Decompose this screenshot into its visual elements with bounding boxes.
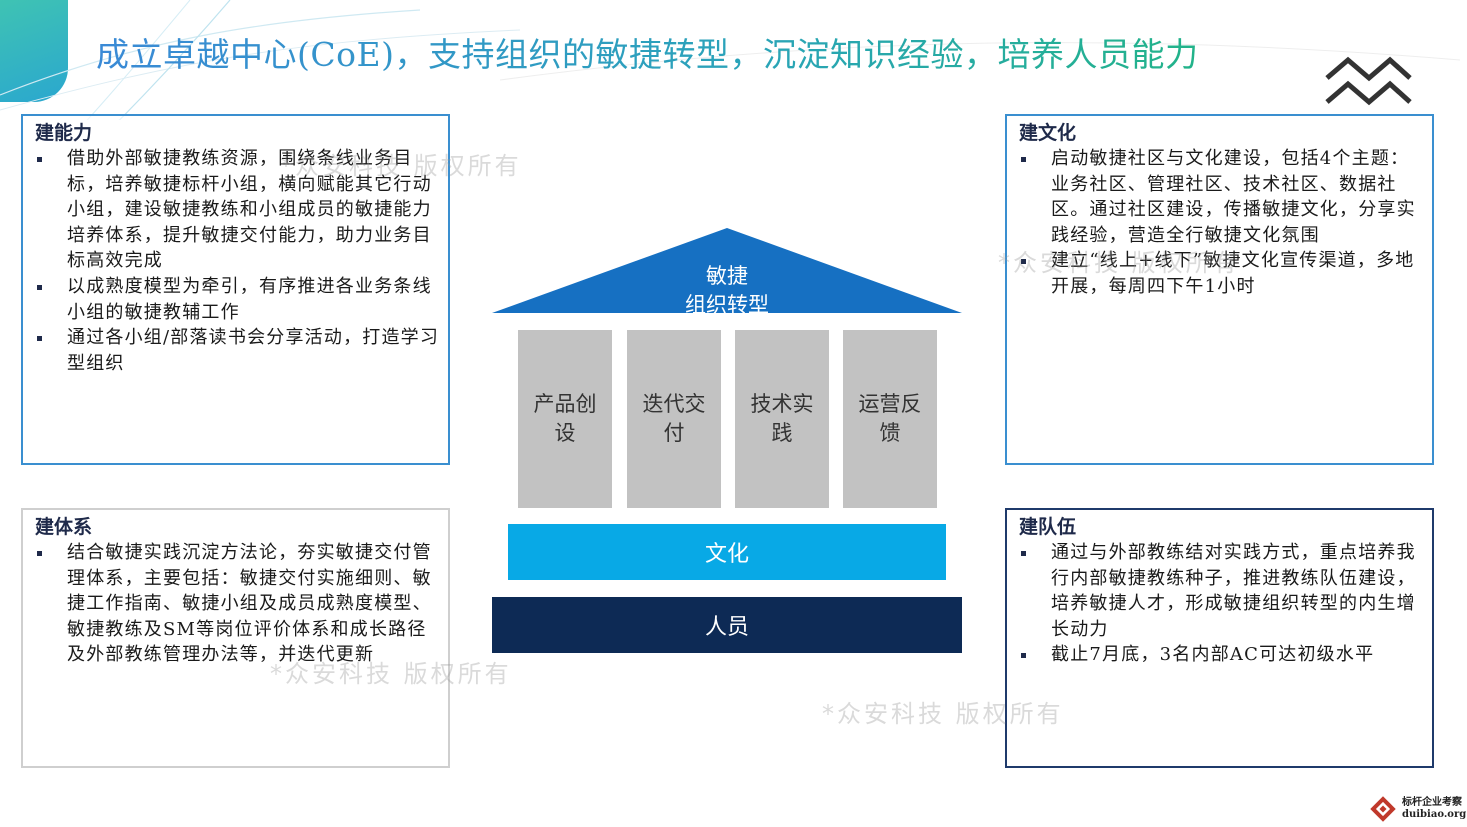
capability-list: 借助外部敏捷教练资源，围绕条线业务目标，培养敏捷标杆小组，横向赋能其它行动小组，… (35, 146, 440, 376)
culture-band: 文化 (508, 524, 946, 580)
system-list: 结合敏捷实践沉淀方法论，夯实敏捷交付管理体系，主要包括：敏捷交付实施细则、敏捷工… (35, 540, 440, 668)
house-roof (492, 228, 962, 313)
bullet-icon (37, 284, 42, 290)
watermark: *众安科技 版权所有 (280, 152, 522, 180)
culture-title: 建文化 (1019, 122, 1077, 144)
bullet-icon (37, 551, 42, 556)
roof-label: 敏捷 组织转型 (685, 264, 769, 314)
footer-logo: 标杆企业考察 duibiao.org (1368, 795, 1466, 823)
footer-logo-line2: duibiao.org (1402, 809, 1467, 820)
list-item: 建立“线上+线下”敏捷文化宣传渠道，多地开展，每周四下午1小时 (1019, 248, 1424, 299)
team-title: 建队伍 (1019, 516, 1077, 538)
culture-list: 启动敏捷社区与文化建设，包括4个主题：业务社区、管理社区、技术社区、数据社区。通… (1019, 146, 1424, 300)
system-title: 建体系 (35, 516, 93, 538)
pillar-operations: 运营反馈 (843, 330, 937, 508)
page-title: 成立卓越中心(CoE)，支持组织的敏捷转型，沉淀知识经验，培养人员能力 (96, 28, 1198, 76)
people-band: 人员 (492, 597, 962, 653)
bullet-icon (1021, 551, 1026, 556)
watermark: *众安科技 版权所有 (822, 700, 1064, 728)
pillar-delivery: 迭代交付 (627, 330, 721, 508)
culture-box: 建文化 启动敏捷社区与文化建设，包括4个主题：业务社区、管理社区、技术社区、数据… (1005, 114, 1434, 465)
list-item: 通过与外部教练结对实践方式，重点培养我行内部敏捷教练种子，推进教练队伍建设，培养… (1019, 540, 1424, 642)
mountain-logo-icon (1325, 56, 1412, 106)
system-box: 建体系 结合敏捷实践沉淀方法论，夯实敏捷交付管理体系，主要包括：敏捷交付实施细则… (21, 508, 450, 768)
list-item: 以成熟度模型为牵引，有序推进各业务条线小组的敏捷教辅工作 (35, 274, 440, 325)
header-swoosh-decoration (0, 0, 1461, 120)
capability-title: 建能力 (35, 122, 93, 144)
team-box: 建队伍 通过与外部教练结对实践方式，重点培养我行内部敏捷教练种子，推进教练队伍建… (1005, 508, 1434, 768)
pillar-product: 产品创设 (518, 330, 612, 508)
bullet-icon (1021, 653, 1026, 659)
watermark: *众安科技 版权所有 (998, 249, 1240, 277)
footer-logo-line1: 标杆企业考察 (1402, 797, 1462, 808)
list-item: 启动敏捷社区与文化建设，包括4个主题：业务社区、管理社区、技术社区、数据社区。通… (1019, 146, 1424, 248)
bullet-icon (37, 336, 42, 342)
capability-box: 建能力 借助外部敏捷教练资源，围绕条线业务目标，培养敏捷标杆小组，横向赋能其它行… (21, 114, 450, 465)
list-item: 结合敏捷实践沉淀方法论，夯实敏捷交付管理体系，主要包括：敏捷交付实施细则、敏捷工… (35, 540, 440, 668)
bullet-icon (37, 157, 42, 162)
list-item: 借助外部敏捷教练资源，围绕条线业务目标，培养敏捷标杆小组，横向赋能其它行动小组，… (35, 146, 440, 274)
list-item: 截止7月底，3名内部AC可达初级水平 (1019, 642, 1424, 668)
bullet-icon (1021, 259, 1026, 265)
corner-decoration (0, 0, 68, 102)
pillar-tech: 技术实践 (735, 330, 829, 508)
diamond-logo-icon (1370, 796, 1396, 822)
watermark: *众安科技 版权所有 (270, 660, 512, 688)
bullet-icon (1021, 157, 1026, 162)
team-list: 通过与外部教练结对实践方式，重点培养我行内部敏捷教练种子，推进教练队伍建设，培养… (1019, 540, 1424, 668)
list-item: 通过各小组/部落读书会分享活动，打造学习型组织 (35, 325, 440, 376)
